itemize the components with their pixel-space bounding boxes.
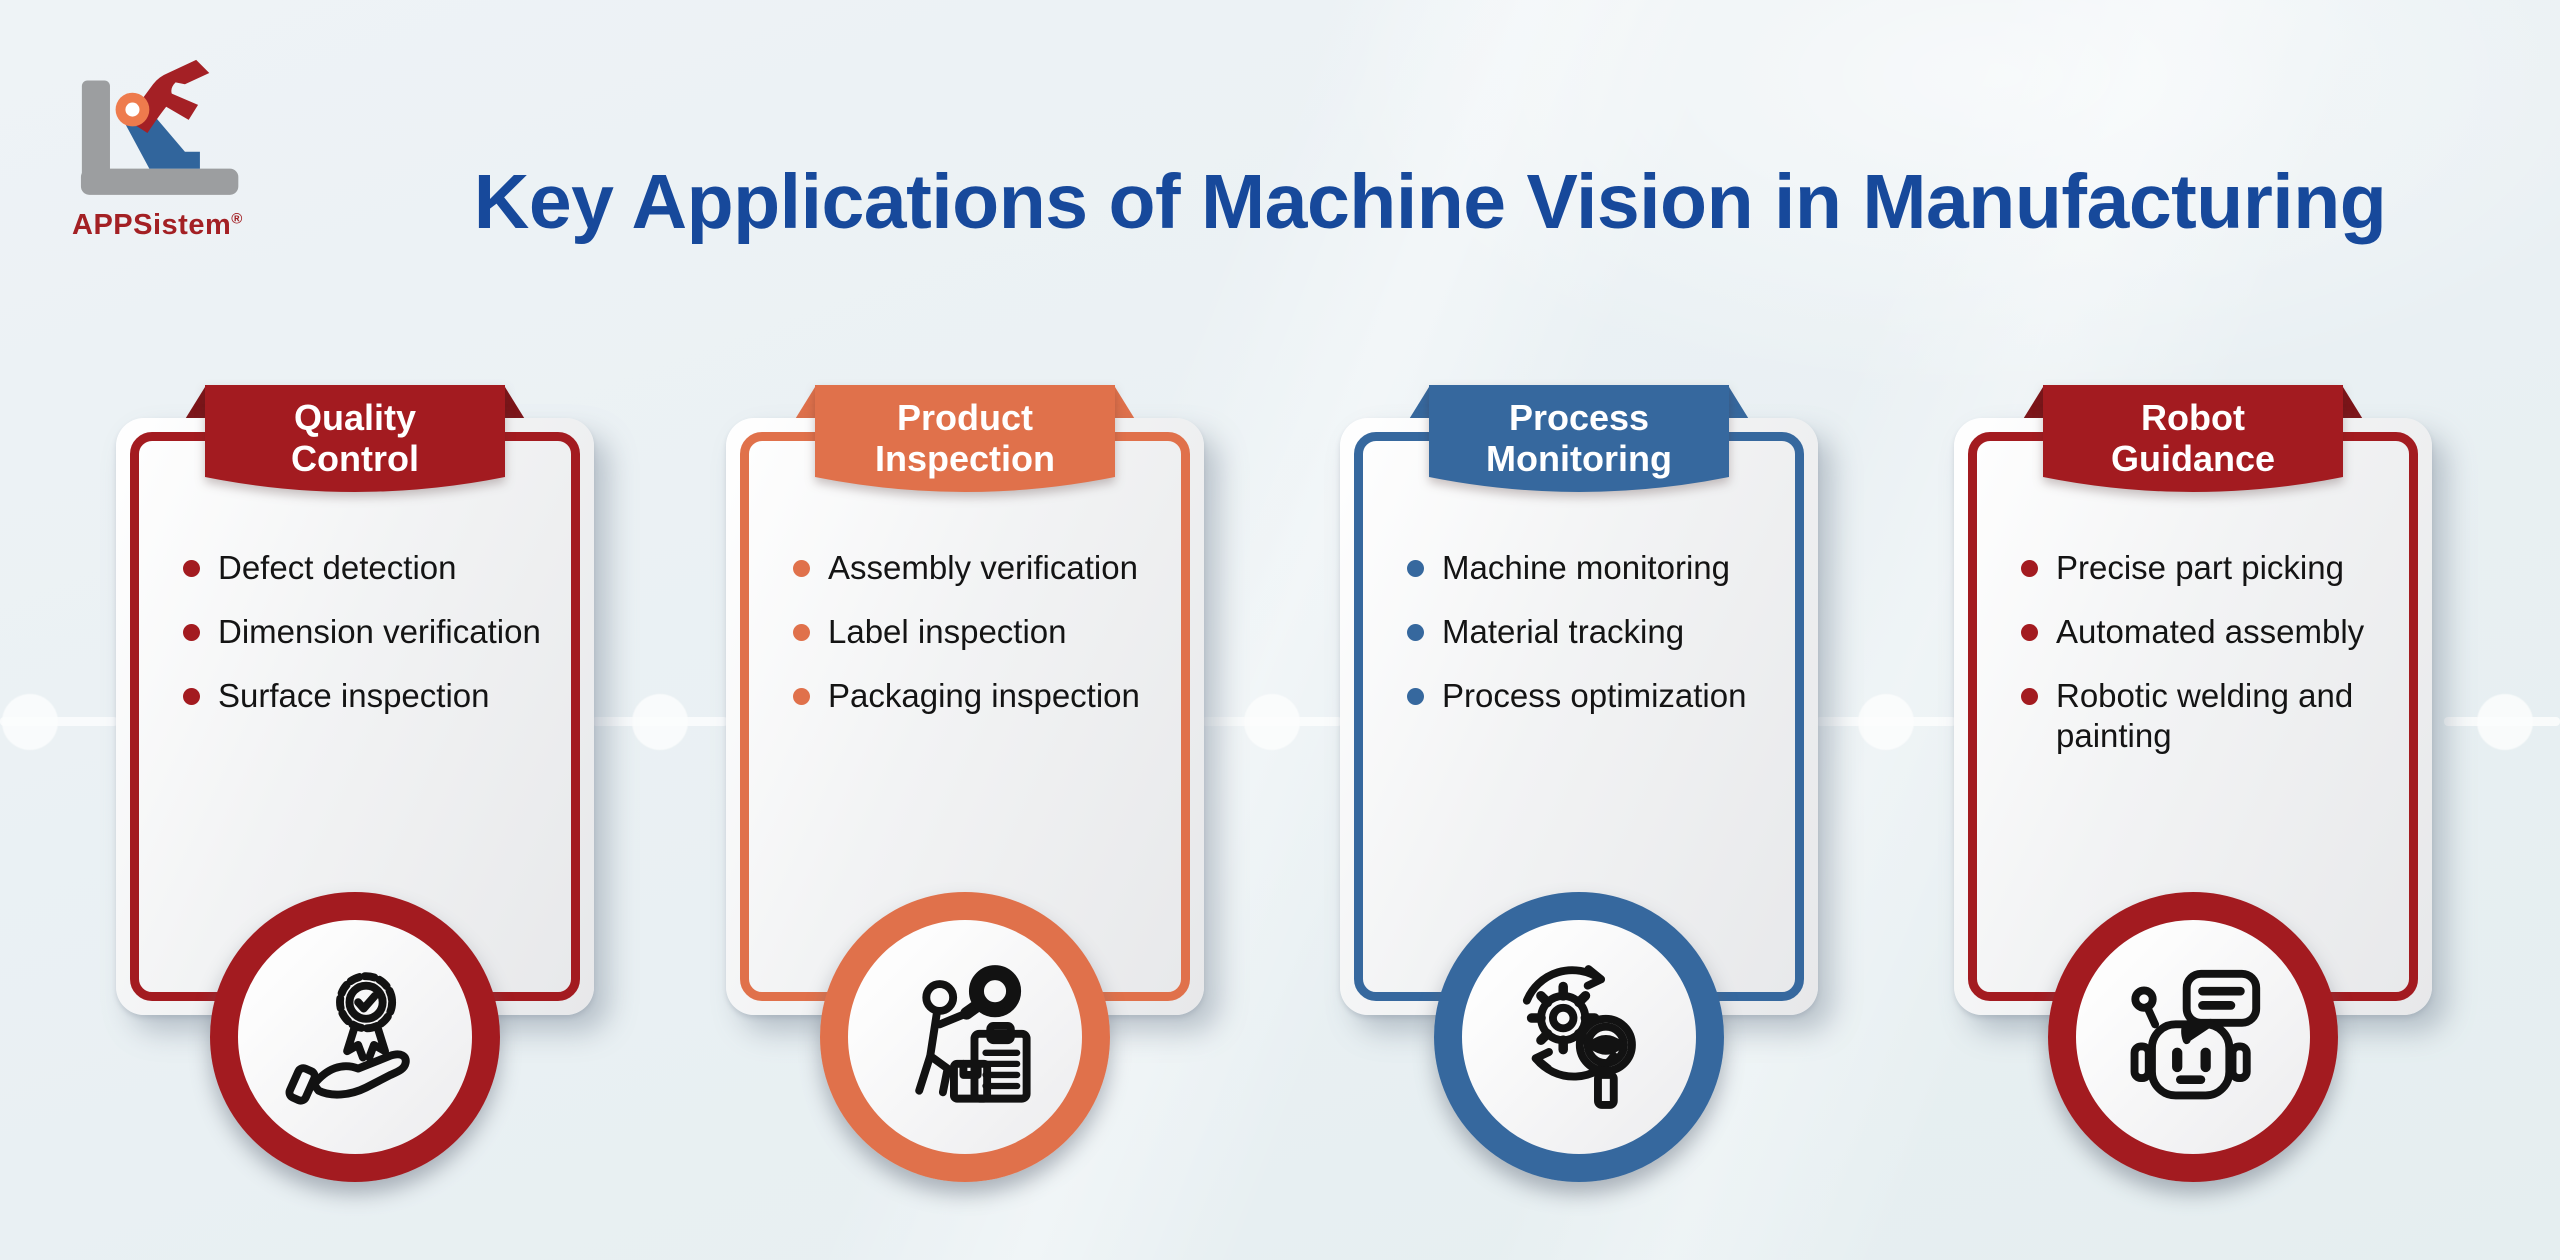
bullet-list: Defect detection Dimension verification … xyxy=(116,548,581,740)
list-item-label: Defect detection xyxy=(218,549,457,586)
bullet-dot-icon xyxy=(183,624,200,641)
card-icon-badge xyxy=(210,892,500,1182)
card-product-inspection: Assembly verification Label inspection P… xyxy=(726,385,1204,1185)
bullet-dot-icon xyxy=(793,624,810,641)
list-item: Surface inspection xyxy=(183,676,541,716)
list-item-label: Process optimization xyxy=(1442,677,1747,714)
list-item: Machine monitoring xyxy=(1407,548,1746,588)
bullet-list: Assembly verification Label inspection P… xyxy=(726,548,1180,740)
robot-arm-logo-icon xyxy=(80,59,239,195)
list-item: Robotic welding and painting xyxy=(2021,676,2392,756)
connector-dot xyxy=(632,694,688,750)
list-item: Packaging inspection xyxy=(793,676,1140,716)
list-item-label: Machine monitoring xyxy=(1442,549,1730,586)
bullet-dot-icon xyxy=(2021,688,2038,705)
bullet-dot-icon xyxy=(793,688,810,705)
list-item: Material tracking xyxy=(1407,612,1746,652)
list-item: Dimension verification xyxy=(183,612,541,652)
list-item: Process optimization xyxy=(1407,676,1746,716)
card-icon-badge xyxy=(820,892,1110,1182)
robot-chat-icon xyxy=(2130,969,2261,1100)
list-item-label: Dimension verification xyxy=(218,613,541,650)
gear-sync-magnifier-eye-icon xyxy=(1522,965,1636,1109)
bullet-dot-icon xyxy=(183,688,200,705)
bullet-dot-icon xyxy=(1407,560,1424,577)
card-quality-control: Defect detection Dimension verification … xyxy=(116,385,594,1185)
bullet-list: Machine monitoring Material tracking Pro… xyxy=(1340,548,1786,740)
card-process-monitoring: Machine monitoring Material tracking Pro… xyxy=(1340,385,1818,1185)
person-magnifier-checklist-icon xyxy=(915,965,1031,1103)
brand-logo: APPSistem® xyxy=(72,48,258,242)
list-item-label: Label inspection xyxy=(828,613,1067,650)
bullet-dot-icon xyxy=(183,560,200,577)
connector-dot xyxy=(1244,694,1300,750)
list-item: Assembly verification xyxy=(793,548,1140,588)
list-item-label: Precise part picking xyxy=(2056,549,2344,586)
list-item-label: Robotic welding and painting xyxy=(2056,677,2354,754)
list-item-label: Assembly verification xyxy=(828,549,1138,586)
award-badge-in-hand-icon xyxy=(285,972,410,1105)
list-item: Label inspection xyxy=(793,612,1140,652)
bullet-dot-icon xyxy=(1407,688,1424,705)
bullet-dot-icon xyxy=(2021,624,2038,641)
registered-mark: ® xyxy=(231,210,243,228)
page-title: Key Applications of Machine Vision in Ma… xyxy=(473,158,2387,245)
list-item: Precise part picking xyxy=(2021,548,2392,588)
card-icon-badge xyxy=(2048,892,2338,1182)
connector-dot xyxy=(1858,694,1914,750)
bullet-list: Precise part picking Automated assembly … xyxy=(1954,548,2432,780)
bullet-dot-icon xyxy=(2021,560,2038,577)
card-robot-guidance: Precise part picking Automated assembly … xyxy=(1954,385,2432,1185)
bullet-dot-icon xyxy=(1407,624,1424,641)
brand-name: APPSistem® xyxy=(72,209,243,241)
list-item: Defect detection xyxy=(183,548,541,588)
connector-dot xyxy=(2477,694,2533,750)
list-item-label: Packaging inspection xyxy=(828,677,1140,714)
list-item-label: Surface inspection xyxy=(218,677,490,714)
connector-dot xyxy=(2,694,58,750)
list-item-label: Material tracking xyxy=(1442,613,1685,650)
bullet-dot-icon xyxy=(793,560,810,577)
list-item-label: Automated assembly xyxy=(2056,613,2365,650)
list-item: Automated assembly xyxy=(2021,612,2392,652)
card-icon-badge xyxy=(1434,892,1724,1182)
